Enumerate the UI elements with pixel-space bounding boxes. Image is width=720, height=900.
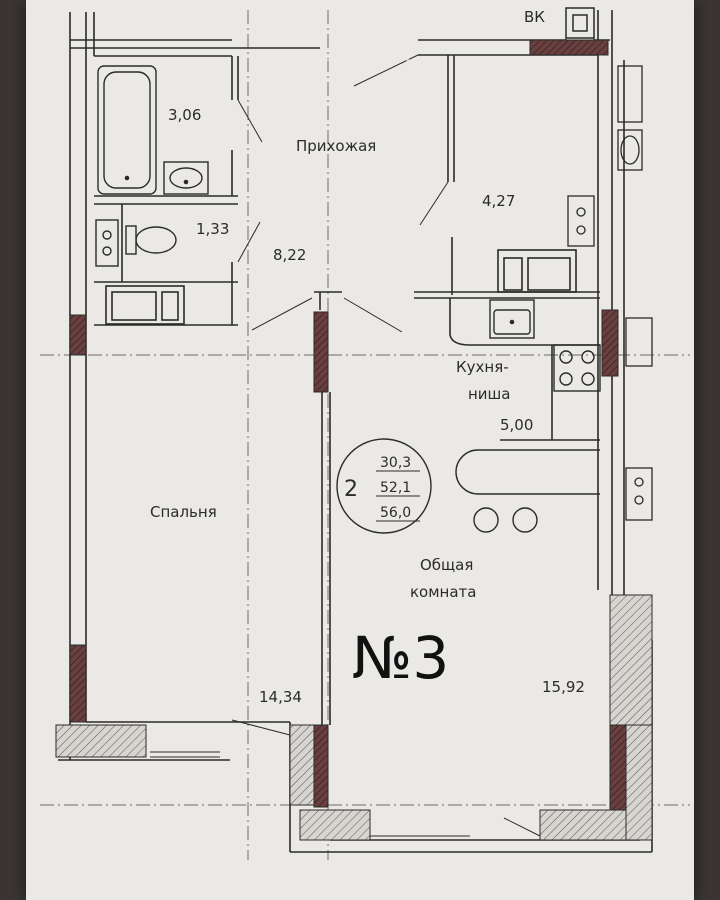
living-area: 15,92 [542, 678, 585, 696]
interior-partitions [94, 55, 600, 725]
bathroom-sink [163, 161, 209, 195]
shelving-units [105, 249, 577, 325]
dining-table [455, 449, 600, 533]
living-name-line2: комната [410, 583, 476, 601]
hatched-walls [55, 7, 653, 841]
apartment-number: №3 [352, 624, 449, 692]
shaft-label: ВК [524, 8, 545, 26]
kitchen-sink [489, 299, 535, 339]
total-area: 56,0 [380, 505, 411, 521]
bathtub [97, 65, 157, 195]
toilet-sink [95, 219, 119, 267]
room-count: 2 [344, 477, 358, 502]
room-labels: 3,06 1,33 Прихожая 8,22 4,27 Кухня- ниша… [150, 8, 585, 706]
door-swings [231, 54, 541, 837]
kitchen-stove [553, 344, 601, 392]
bedroom-area: 14,34 [259, 688, 302, 706]
kitchen-area: 5,00 [500, 416, 533, 434]
bathroom-area: 3,06 [168, 106, 201, 124]
toilet-area: 1,33 [196, 220, 229, 238]
ventilation-shaft [565, 7, 595, 39]
living-name-line1: Общая [420, 556, 473, 574]
storage-area: 4,27 [482, 192, 515, 210]
area-summary-badge: 2 30,3 52,1 56,0 [336, 438, 432, 534]
windows [150, 59, 470, 841]
floor-plan-sheet: 3,06 1,33 Прихожая 8,22 4,27 Кухня- ниша… [26, 0, 694, 900]
kitchen-name-line1: Кухня- [456, 358, 509, 376]
right-wall-fixtures [567, 65, 653, 521]
apartment-area: 52,1 [380, 480, 411, 496]
toilet [125, 225, 177, 255]
kitchen-name-line2: ниша [468, 385, 510, 403]
living-area-total: 30,3 [380, 455, 411, 471]
bedroom-name: Спальня [150, 503, 217, 521]
floor-plan-drawing: 3,06 1,33 Прихожая 8,22 4,27 Кухня- ниша… [40, 7, 690, 860]
hallway-name: Прихожая [296, 137, 376, 155]
hallway-area: 8,22 [273, 246, 306, 264]
